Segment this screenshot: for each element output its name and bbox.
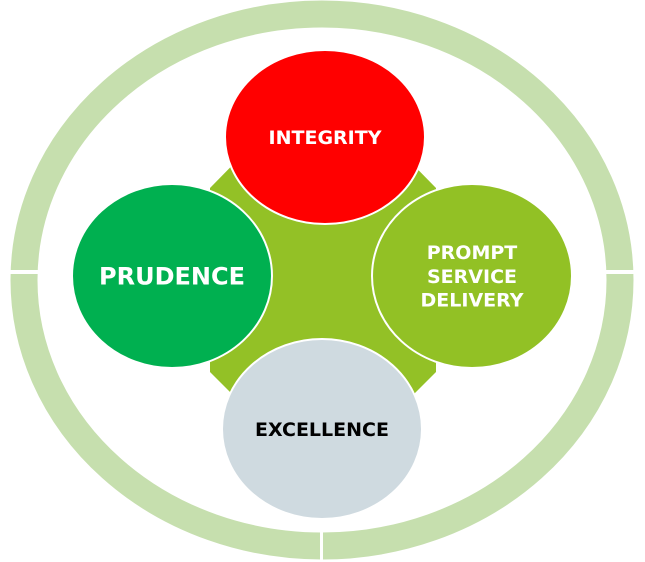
- ring-gap-bottom: [320, 525, 323, 562]
- node-excellence: EXCELLENCE: [221, 338, 423, 520]
- prompt-service-delivery-label: PROMPT: [427, 242, 518, 264]
- excellence-circle: [221, 338, 423, 520]
- ring-gap-right: [600, 270, 640, 274]
- excellence-label: EXCELLENCE: [255, 419, 389, 441]
- integrity-circle: [224, 49, 426, 225]
- prompt-service-delivery-circle: [371, 183, 573, 369]
- node-integrity: INTEGRITY: [224, 49, 426, 225]
- prudence-label: PRUDENCE: [99, 263, 245, 291]
- ring-gap-left: [5, 270, 45, 274]
- prompt-service-delivery-label: DELIVERY: [421, 290, 524, 312]
- integrity-label: INTEGRITY: [269, 127, 382, 149]
- node-prudence: PRUDENCE: [71, 183, 273, 369]
- prudence-circle: [71, 183, 273, 369]
- prompt-service-delivery-label: SERVICE: [427, 266, 517, 288]
